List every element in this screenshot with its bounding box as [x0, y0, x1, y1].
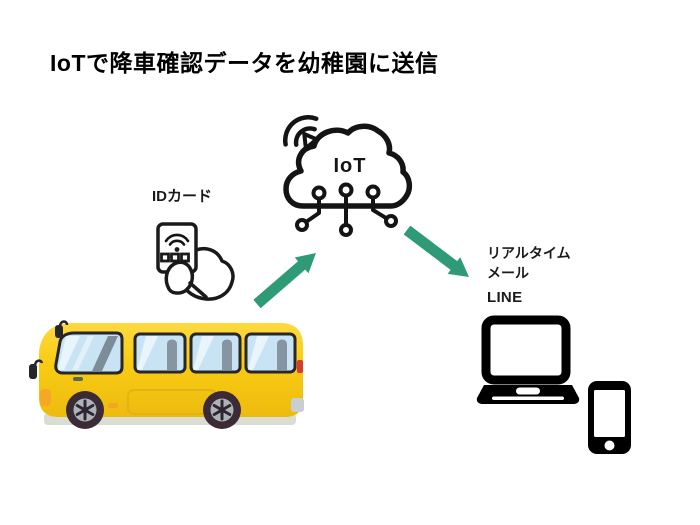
bus-door-handle [73, 377, 83, 381]
id-card-icon [156, 222, 235, 301]
bus-front-light [40, 389, 51, 406]
bus-tail-light [297, 360, 303, 373]
card-wifi-icon [164, 233, 190, 252]
thumb-icon [164, 260, 195, 295]
iot-cloud-label: IoT [333, 155, 367, 177]
bus-side-marker [108, 403, 118, 408]
output-label-line: LINE [487, 289, 523, 306]
id-card-label: IDカード [152, 188, 213, 205]
iot-cloud-icon [282, 115, 413, 237]
bus-wheel-rear [203, 391, 241, 429]
page-title: IoTで降車確認データを幼稚園に送信 [50, 50, 439, 76]
arrow-iot-to-devices-icon [403, 225, 469, 277]
arrow-bus-to-iot-icon [253, 253, 316, 309]
circuit-nodes-icon [295, 182, 398, 237]
bus-rear-bumper [291, 398, 304, 412]
laptop-icon [476, 315, 580, 404]
output-labels: リアルタイム メール LINE [487, 243, 571, 308]
bus-mirrors [29, 320, 69, 379]
smartphone-icon [588, 381, 631, 454]
output-label-mail: メール [487, 265, 529, 281]
bus-driver-window [54, 331, 124, 375]
bus-wheel-front [66, 391, 104, 429]
card-chip-squares [160, 252, 190, 263]
output-label-realtime: リアルタイム [487, 245, 571, 261]
bus-illustration [29, 320, 304, 429]
bus-passenger-windows [133, 332, 297, 374]
